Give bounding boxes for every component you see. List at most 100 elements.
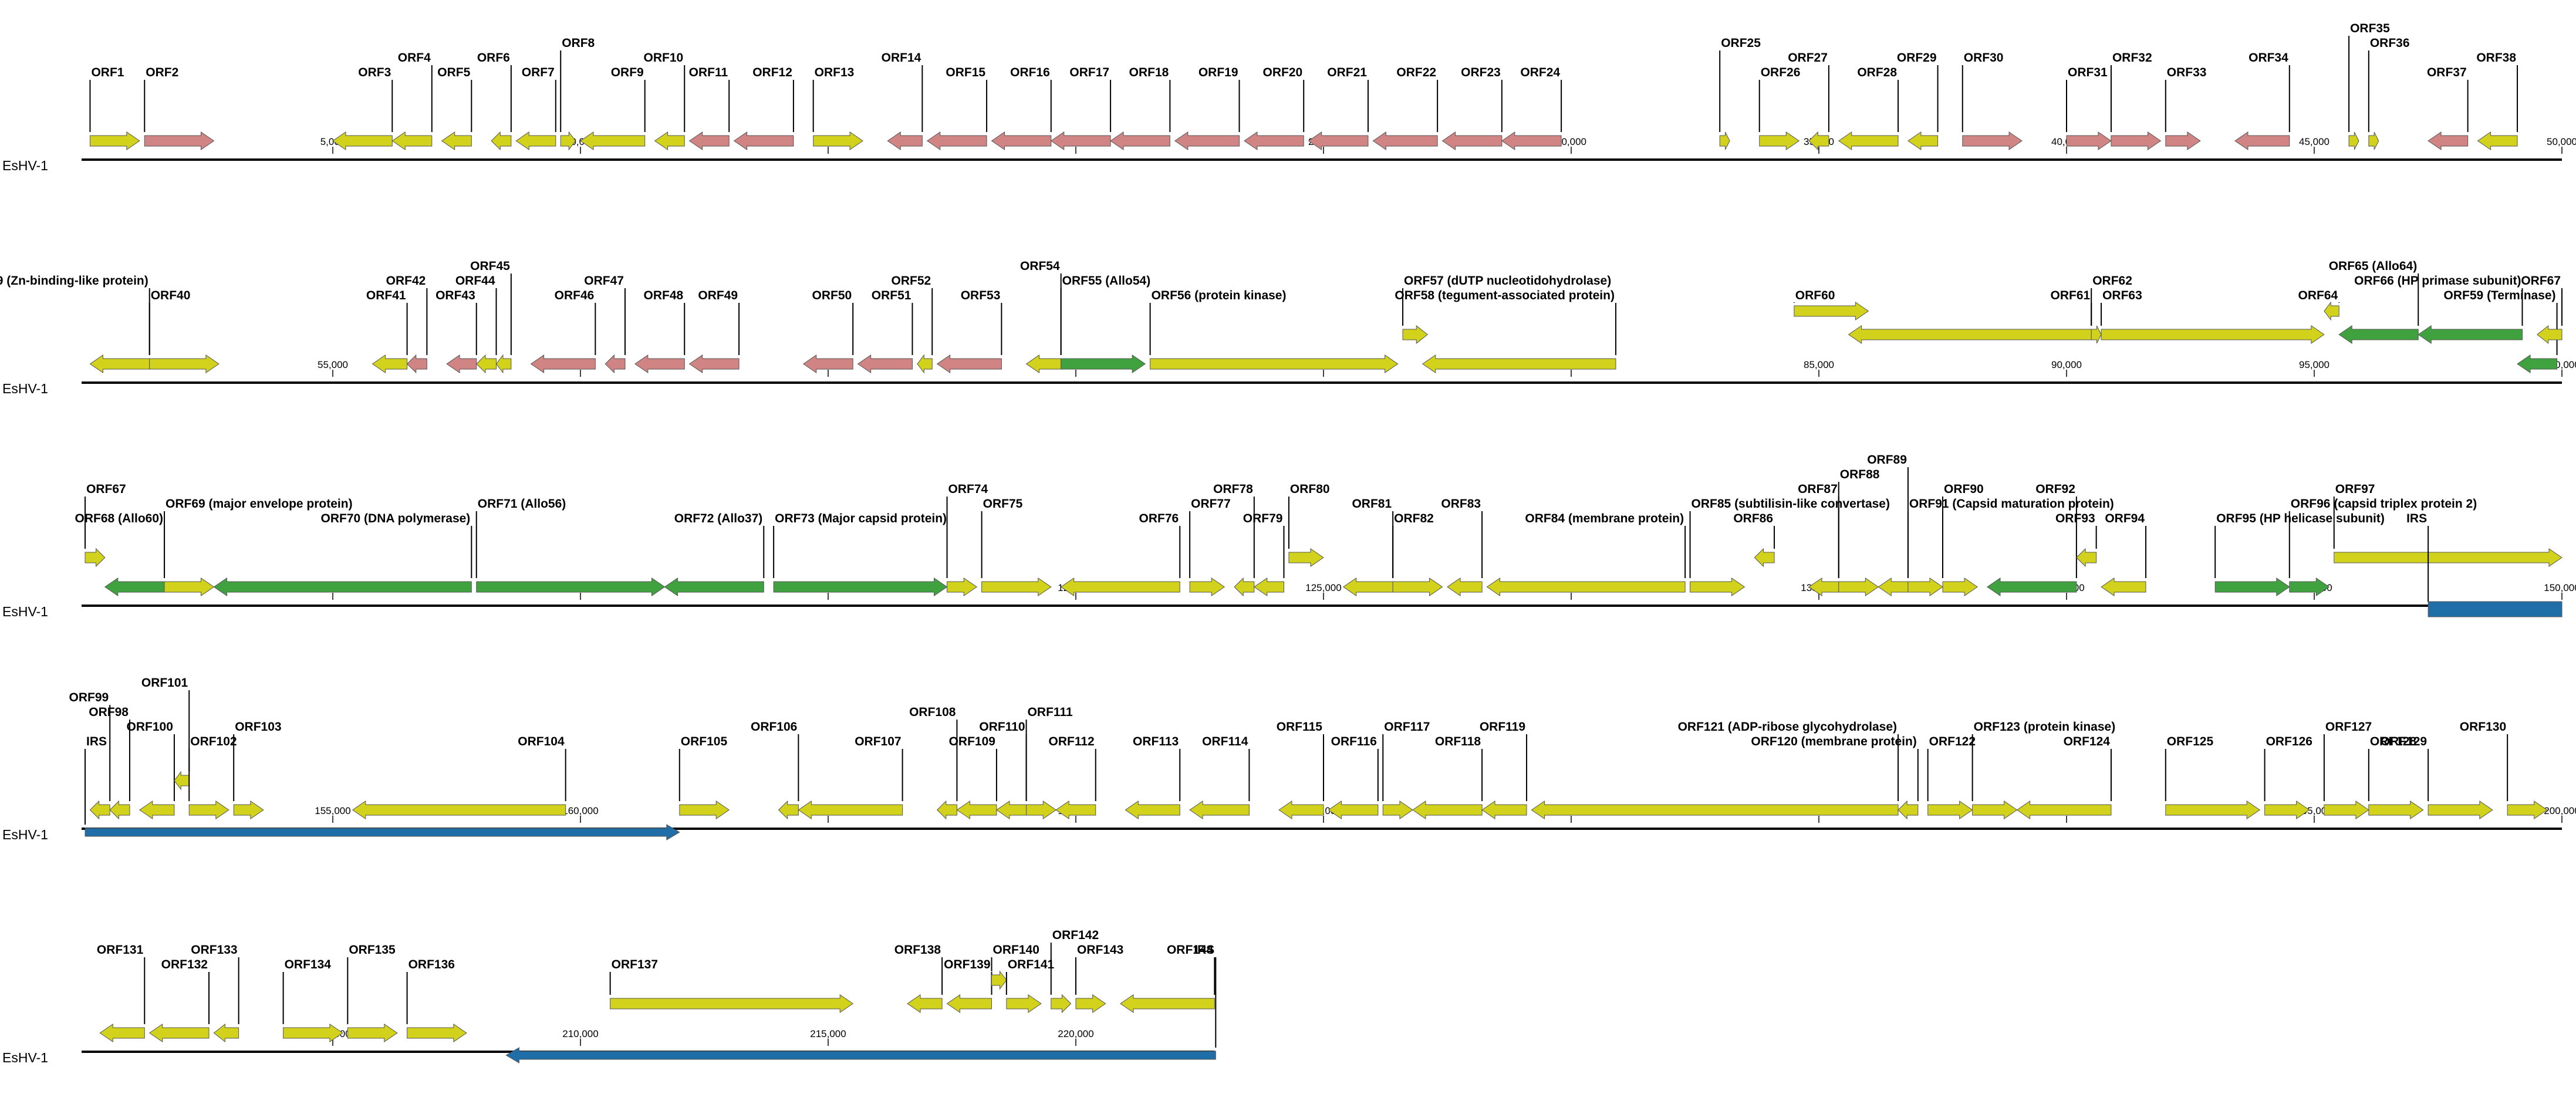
orf-feature[interactable]: ORF46 bbox=[530, 289, 596, 373]
orf-arrow[interactable] bbox=[89, 354, 150, 373]
orf-arrow[interactable] bbox=[1253, 578, 1284, 596]
orf-feature[interactable]: ORF134 bbox=[282, 958, 343, 1042]
orf-arrow[interactable] bbox=[802, 354, 853, 373]
orf-feature[interactable]: ORF100 bbox=[127, 720, 175, 819]
orf-arrow[interactable] bbox=[2016, 801, 2112, 819]
orf-arrow[interactable] bbox=[2428, 601, 2563, 617]
orf-feature[interactable]: ORF54 bbox=[1020, 259, 1062, 373]
orf-arrow[interactable] bbox=[1026, 801, 1057, 819]
orf-feature[interactable]: ORF94 bbox=[2101, 512, 2147, 596]
orf-feature[interactable]: ORF70 (DNA polymerase) bbox=[213, 512, 472, 596]
orf-feature[interactable]: ORF50 bbox=[802, 289, 854, 373]
orf-arrow[interactable] bbox=[798, 801, 903, 819]
orf-arrow[interactable] bbox=[1189, 801, 1250, 819]
orf-feature[interactable]: ORF9 bbox=[580, 66, 646, 150]
orf-feature[interactable]: ORF78 bbox=[1213, 482, 1255, 597]
orf-arrow[interactable] bbox=[946, 994, 992, 1013]
orf-arrow[interactable] bbox=[857, 354, 913, 373]
orf-feature[interactable]: ORF96 (capsid triplex protein 2) bbox=[2288, 497, 2477, 596]
orf-feature[interactable]: ORF34 bbox=[2234, 51, 2290, 150]
orf-feature[interactable]: ORF79 bbox=[1243, 512, 1285, 596]
orf-feature[interactable]: ORF83 bbox=[1441, 497, 1483, 596]
orf-arrow[interactable] bbox=[2165, 801, 2261, 819]
orf-feature[interactable]: ORF118 bbox=[1412, 735, 1483, 819]
orf-arrow[interactable] bbox=[1838, 131, 1899, 150]
orf-feature[interactable]: ORF19 bbox=[1174, 66, 1240, 150]
orf-arrow[interactable] bbox=[1898, 800, 1919, 820]
orf-feature[interactable]: ORF57 (dUTP nucleotidohydrolase) bbox=[1402, 274, 1611, 345]
orf-feature[interactable]: ORF38 bbox=[2476, 51, 2518, 150]
orf-feature[interactable]: ORF121 (ADP-ribose glycohydrolase) bbox=[1531, 720, 1899, 819]
orf-feature[interactable]: IRS bbox=[85, 735, 680, 840]
orf-arrow[interactable] bbox=[2264, 801, 2310, 819]
orf-arrow[interactable] bbox=[1719, 131, 1730, 150]
orf-feature[interactable]: ORF125 bbox=[2165, 735, 2261, 819]
orf-feature[interactable]: ORF91 (Capsid maturation protein) bbox=[1907, 497, 2114, 596]
orf-arrow[interactable] bbox=[89, 800, 110, 820]
orf-feature[interactable]: ORF123 (protein kinase) bbox=[1971, 720, 2116, 819]
orf-feature[interactable]: ORF37 bbox=[2427, 66, 2469, 150]
orf-arrow[interactable] bbox=[1075, 994, 1106, 1013]
orf-arrow[interactable] bbox=[446, 354, 477, 373]
orf-arrow[interactable] bbox=[332, 131, 393, 150]
orf-arrow[interactable] bbox=[605, 354, 626, 374]
orf-arrow[interactable] bbox=[476, 578, 666, 596]
orf-arrow[interactable] bbox=[144, 131, 215, 150]
orf-feature[interactable]: ORF25 bbox=[1719, 36, 1761, 150]
orf-feature[interactable]: ORF77 bbox=[1189, 497, 1231, 596]
orf-arrow[interactable] bbox=[109, 800, 130, 820]
orf-arrow[interactable] bbox=[174, 771, 190, 791]
orf-arrow[interactable] bbox=[1690, 578, 1746, 596]
orf-feature[interactable]: ORF103 bbox=[233, 720, 282, 819]
orf-feature[interactable]: ORF42 bbox=[386, 274, 428, 374]
orf-arrow[interactable] bbox=[936, 354, 1002, 373]
orf-arrow[interactable] bbox=[2324, 301, 2339, 321]
orf-feature[interactable]: ORF136 bbox=[406, 958, 467, 1042]
orf-arrow[interactable] bbox=[505, 1047, 1216, 1063]
orf-arrow[interactable] bbox=[406, 354, 427, 374]
orf-feature[interactable]: ORF102 bbox=[188, 735, 237, 819]
orf-arrow[interactable] bbox=[2234, 131, 2290, 150]
orf-feature[interactable]: ORF140 bbox=[991, 943, 1039, 990]
orf-arrow[interactable] bbox=[813, 131, 863, 150]
orf-feature[interactable]: ORF117 bbox=[1382, 720, 1430, 819]
orf-arrow[interactable] bbox=[1120, 994, 1215, 1013]
orf-feature[interactable]: ORF67 bbox=[85, 482, 126, 568]
orf-arrow[interactable] bbox=[1838, 578, 1879, 596]
orf-feature[interactable]: ORF4 bbox=[391, 51, 433, 150]
orf-feature[interactable]: ORF33 bbox=[2165, 66, 2207, 150]
orf-arrow[interactable] bbox=[1447, 578, 1483, 596]
orf-arrow[interactable] bbox=[654, 131, 685, 150]
orf-arrow[interactable] bbox=[515, 131, 556, 150]
orf-arrow[interactable] bbox=[1481, 801, 1527, 819]
orf-feature[interactable]: ORF71 (Allo56) bbox=[475, 497, 666, 596]
orf-feature[interactable]: ORF28 bbox=[1838, 66, 1899, 150]
orf-arrow[interactable] bbox=[2165, 131, 2201, 150]
orf-arrow[interactable] bbox=[1808, 131, 1829, 151]
orf-feature[interactable]: ORF45 bbox=[470, 259, 512, 374]
orf-arrow[interactable] bbox=[1808, 578, 1839, 596]
orf-feature[interactable]: ORF6 bbox=[477, 51, 512, 151]
orf-arrow[interactable] bbox=[1441, 131, 1503, 150]
orf-arrow[interactable] bbox=[907, 994, 943, 1013]
orf-arrow[interactable] bbox=[1942, 578, 1978, 596]
orf-feature[interactable]: ORF109 bbox=[949, 735, 997, 819]
orf-feature[interactable]: ORF16 bbox=[991, 66, 1052, 150]
orf-arrow[interactable] bbox=[688, 354, 740, 373]
orf-arrow[interactable] bbox=[560, 131, 576, 151]
orf-feature[interactable]: ORF62 bbox=[2091, 274, 2132, 344]
orf-arrow[interactable] bbox=[89, 131, 140, 150]
orf-feature[interactable]: ORF17 bbox=[1050, 66, 1112, 150]
orf-arrow[interactable] bbox=[530, 354, 596, 373]
orf-feature[interactable]: ORF12 bbox=[733, 66, 794, 150]
orf-feature[interactable]: ORF122 bbox=[1927, 735, 1976, 819]
orf-feature[interactable]: ORF69 (major envelope protein) bbox=[164, 497, 353, 596]
orf-feature[interactable]: ORF88 bbox=[1838, 468, 1880, 596]
orf-arrow[interactable] bbox=[1987, 578, 2077, 596]
orf-feature[interactable]: ORF40 bbox=[148, 289, 220, 373]
orf-arrow[interactable] bbox=[1531, 801, 1899, 819]
orf-arrow[interactable] bbox=[2324, 801, 2369, 819]
orf-feature[interactable]: ORF112 bbox=[1049, 735, 1096, 819]
orf-feature[interactable]: ORF120 (membrane protein) bbox=[1751, 735, 1919, 820]
orf-arrow[interactable] bbox=[1422, 354, 1616, 373]
